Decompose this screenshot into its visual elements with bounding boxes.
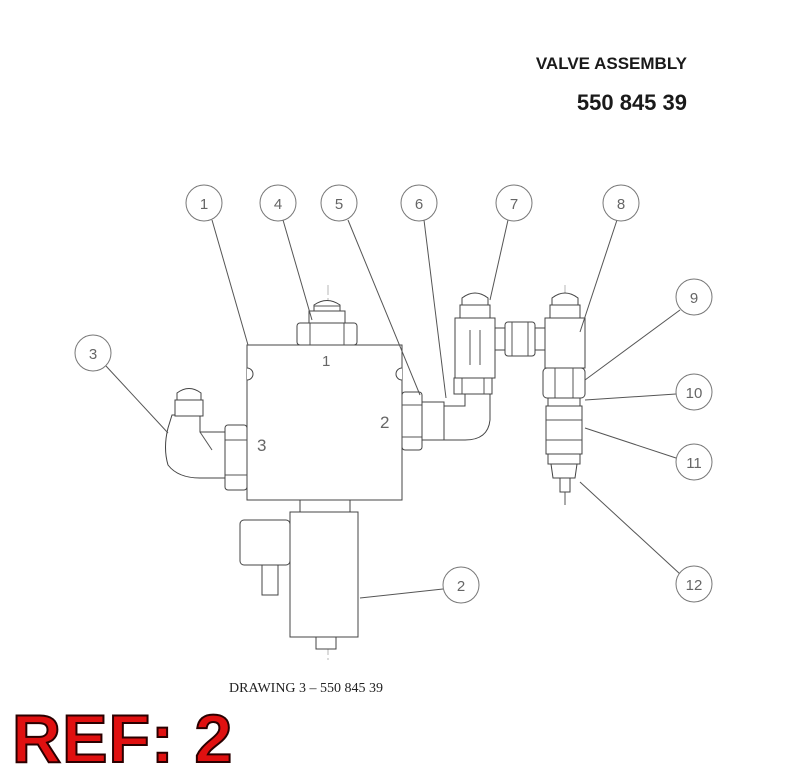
svg-text:5: 5: [335, 196, 343, 213]
svg-text:8: 8: [617, 196, 625, 213]
callout-7: 7: [495, 184, 533, 222]
svg-text:7: 7: [510, 196, 518, 213]
callout-11: 11: [675, 443, 713, 481]
callout-10: 10: [675, 373, 713, 411]
valve-block: [246, 344, 403, 501]
callout-1: 1: [185, 184, 223, 222]
port-label-2: 2: [380, 413, 389, 432]
right-stack: [542, 367, 586, 505]
part-number: 550 845 39: [576, 90, 687, 115]
callout-8: 8: [602, 184, 640, 222]
port-label-1: 1: [322, 353, 330, 370]
drawing-title: VALVE ASSEMBLY: [535, 54, 687, 73]
svg-text:2: 2: [457, 578, 465, 595]
callout-6: 6: [400, 184, 438, 222]
svg-text:6: 6: [415, 196, 423, 213]
svg-text:11: 11: [686, 455, 702, 472]
leader-lines: [105, 219, 681, 599]
callout-4: 4: [259, 184, 297, 222]
ref-stamp: REF: 2: [11, 700, 234, 778]
left-elbow: [165, 388, 248, 491]
right-tee: [534, 292, 586, 369]
right-fitting: [401, 377, 493, 451]
top-fitting: [296, 300, 358, 346]
callout-12: 12: [675, 565, 713, 603]
callout-9: 9: [675, 278, 713, 316]
callout-3: 3: [74, 334, 112, 372]
svg-text:3: 3: [89, 346, 97, 363]
svg-text:10: 10: [686, 385, 703, 402]
solenoid-coil: [239, 499, 359, 650]
port-label-3: 3: [257, 436, 266, 455]
svg-text:12: 12: [686, 577, 703, 594]
svg-text:9: 9: [690, 290, 698, 307]
callout-2: 2: [442, 566, 480, 604]
left-tee: [454, 292, 536, 379]
svg-text:4: 4: [274, 196, 282, 213]
callout-5: 5: [320, 184, 358, 222]
drawing-caption: DRAWING 3 – 550 845 39: [229, 681, 384, 696]
svg-text:1: 1: [200, 196, 208, 213]
